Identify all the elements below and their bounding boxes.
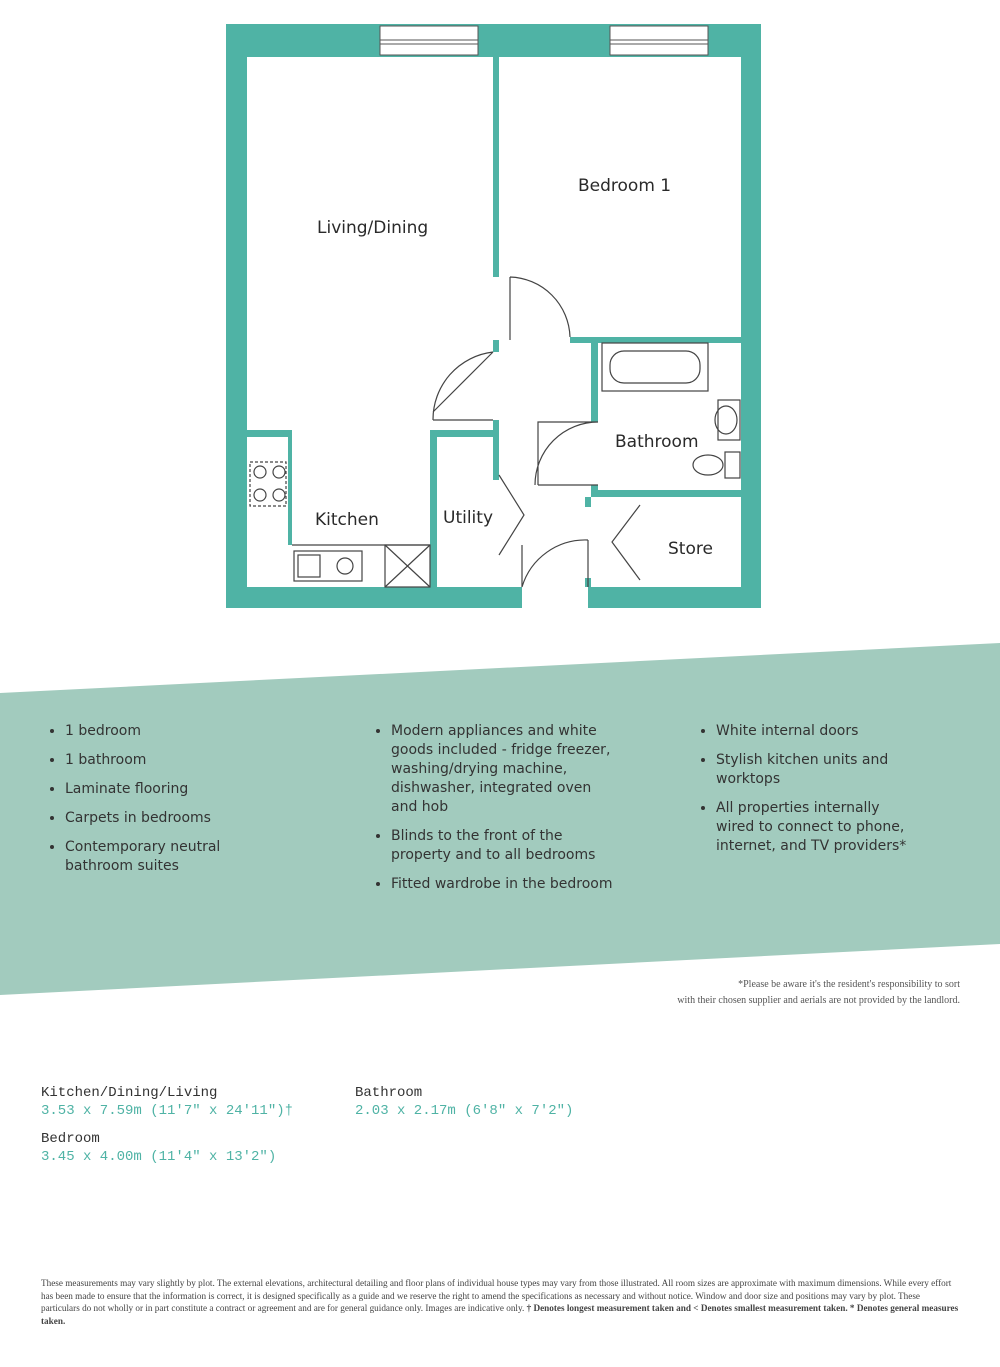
measurement-title: Kitchen/Dining/Living: [41, 1085, 218, 1101]
room-label-bedroom: Bedroom 1: [578, 176, 671, 196]
room-label-kitchen: Kitchen: [315, 510, 379, 530]
feature-item: Contemporary neutral bathroom suites: [65, 838, 225, 876]
measurement-bathroom: Bathroom 2.03 x 2.17m (6'8" x 7'2"): [355, 1084, 573, 1120]
features-column-1: 1 bedroom 1 bathroom Laminate flooring C…: [45, 722, 305, 886]
disclaimer-bold: † Denotes longest measurement taken and …: [41, 1303, 959, 1326]
measurement-value: 3.45 x 4.00m (11'4" x 13'2"): [41, 1149, 277, 1165]
note-line: with their chosen supplier and aerials a…: [677, 995, 960, 1006]
features-column-2: Modern appliances and white goods includ…: [371, 722, 621, 904]
features-column-3: White internal doors Stylish kitchen uni…: [696, 722, 956, 866]
feature-item: Stylish kitchen units and worktops: [716, 751, 956, 789]
note-line: *Please be aware it's the resident's res…: [738, 979, 960, 990]
feature-item: 1 bathroom: [65, 751, 305, 770]
measurement-kitchen: Kitchen/Dining/Living 3.53 x 7.59m (11'7…: [41, 1084, 293, 1120]
feature-item: Fitted wardrobe in the bedroom: [391, 875, 621, 894]
floor-plan: Living/Dining Bedroom 1 Bathroom Kitchen…: [226, 24, 761, 608]
feature-item: Modern appliances and white goods includ…: [391, 722, 611, 817]
measurement-value: 3.53 x 7.59m (11'7" x 24'11")†: [41, 1103, 294, 1119]
measurement-bedroom: Bedroom 3.45 x 4.00m (11'4" x 13'2"): [41, 1130, 276, 1166]
feature-item: Carpets in bedrooms: [65, 809, 305, 828]
measurement-title: Bedroom: [41, 1131, 100, 1147]
disclaimer: These measurements may vary slightly by …: [41, 1277, 961, 1327]
aerial-note: *Please be aware it's the resident's res…: [677, 977, 960, 1009]
feature-item: Laminate flooring: [65, 780, 305, 799]
room-label-store: Store: [668, 539, 713, 559]
feature-item: Blinds to the front of the property and …: [391, 827, 621, 865]
room-label-living: Living/Dining: [317, 218, 428, 238]
feature-item: 1 bedroom: [65, 722, 305, 741]
disclaimer-text: These measurements may vary slightly by …: [41, 1278, 952, 1313]
feature-item: White internal doors: [716, 722, 956, 741]
measurement-title: Bathroom: [355, 1085, 423, 1101]
feature-item: All properties internally wired to conne…: [716, 799, 921, 856]
measurement-value: 2.03 x 2.17m (6'8" x 7'2"): [355, 1103, 574, 1119]
room-label-utility: Utility: [443, 508, 493, 528]
room-label-bathroom: Bathroom: [615, 432, 699, 452]
